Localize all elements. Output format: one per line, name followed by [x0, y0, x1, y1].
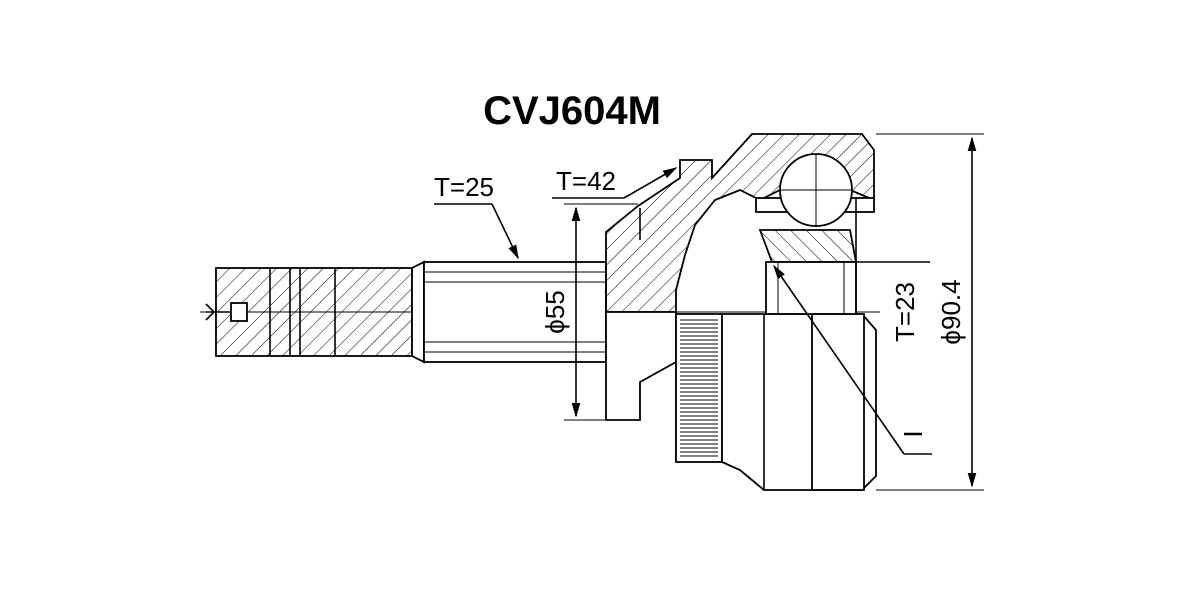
callout-label: I — [898, 430, 928, 437]
outer-spline-label: T=42 — [556, 166, 616, 196]
shaft-spline-label: T=25 — [434, 172, 494, 202]
inner-spline-label: T=23 — [890, 282, 920, 342]
outer-spline-leader — [623, 167, 678, 199]
shaft-stub-end — [205, 267, 413, 357]
outer-diameter-label: ϕ90.4 — [936, 279, 966, 344]
shaft-spline-leader — [491, 203, 519, 260]
part-number-title: CVJ604M — [483, 89, 661, 133]
shaft-neck — [411, 260, 425, 364]
abs-tone-ring — [675, 313, 723, 463]
outer-diameter-dimension — [876, 133, 984, 491]
outer-race — [721, 313, 877, 491]
splined-shaft — [423, 261, 607, 363]
shaft-diameter-dimension — [564, 203, 640, 421]
shaft-diameter-label: ϕ55 — [540, 290, 570, 333]
callout-leader — [773, 264, 905, 455]
